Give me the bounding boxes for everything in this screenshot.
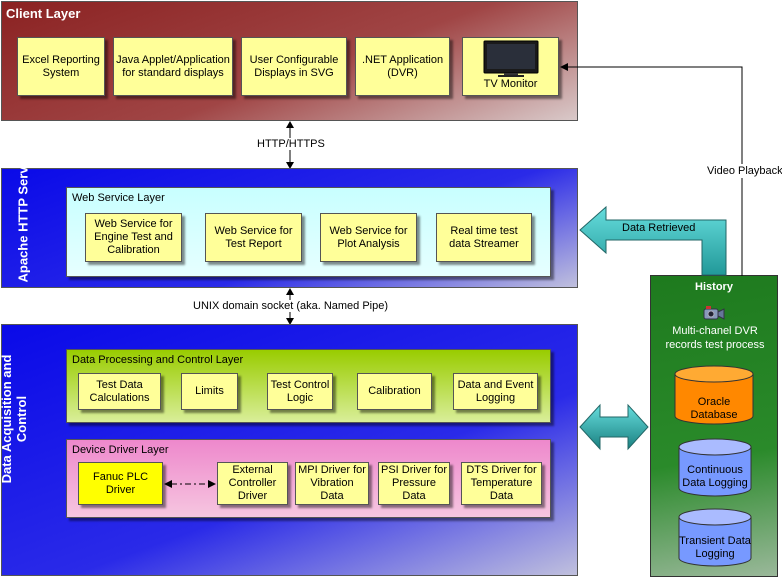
driver-layer-title: Device Driver Layer (72, 444, 169, 456)
dts-driver-box: DTS Driver for Temperature Data (461, 462, 542, 505)
processing-layer-title: Data Processing and Control Layer (72, 354, 244, 366)
web-service-layer-title: Web Service Layer (72, 192, 165, 204)
dotnet-dvr-box: .NET Application (DVR) (355, 37, 450, 96)
video-playback-connector (560, 63, 743, 276)
transient-logging-icon (678, 508, 752, 567)
data-streamer-box: Real time test data Streamer (436, 213, 532, 262)
data-event-logging-box: Data and Event Logging (453, 373, 538, 410)
apache-layer-title: Apache HTTP Server (15, 154, 31, 283)
unix-label: UNIX domain socket (aka. Named Pipe) (192, 300, 390, 312)
history-title: History (695, 281, 733, 293)
data-retrieved-label: Data Retrieved (622, 222, 696, 234)
plc-controller-connector (164, 480, 216, 488)
calibration-box: Calibration (357, 373, 432, 410)
test-report-ws-box: Web Service for Test Report (205, 213, 302, 262)
tv-monitor-label: TV Monitor (483, 78, 538, 90)
dvr-text: Multi-chanel DVR records test process (665, 325, 765, 351)
fanuc-plc-box: Fanuc PLC Driver (78, 462, 163, 505)
java-applet-box: Java Applet/Application for standard dis… (113, 37, 233, 96)
svg-displays-box: User Configurable Displays in SVG (241, 37, 347, 96)
excel-reporting-box: Excel Reporting System (17, 37, 105, 96)
external-controller-box: External Controller Driver (217, 462, 288, 505)
test-data-calc-box: Test Data Calculations (78, 373, 161, 410)
transient-logging-label: Transient Data Logging (679, 535, 751, 560)
oracle-database-icon (674, 365, 754, 425)
oracle-database-label: Oracle Database (690, 396, 738, 421)
continuous-logging-icon (678, 438, 752, 497)
daq-layer-title: Data Acquisition and Control (0, 354, 29, 484)
continuous-logging-label: Continuous Data Logging (682, 464, 748, 489)
limits-box: Limits (181, 373, 238, 410)
camera-icon (703, 306, 725, 320)
http-label: HTTP/HTTPS (256, 138, 326, 150)
data-retrieved-arrow (579, 205, 727, 276)
client-layer-title: Client Layer (6, 6, 81, 21)
test-control-logic-box: Test Control Logic (267, 373, 333, 410)
engine-test-ws-box: Web Service for Engine Test and Calibrat… (85, 213, 182, 262)
mpi-driver-box: MPI Driver for Vibration Data (295, 462, 369, 505)
video-playback-label: Video Playback (706, 164, 782, 178)
psi-driver-box: PSI Driver for Pressure Data (378, 462, 450, 505)
tv-monitor-icon (483, 40, 539, 77)
daq-history-arrow (579, 403, 649, 451)
plot-analysis-ws-box: Web Service for Plot Analysis (320, 213, 417, 262)
